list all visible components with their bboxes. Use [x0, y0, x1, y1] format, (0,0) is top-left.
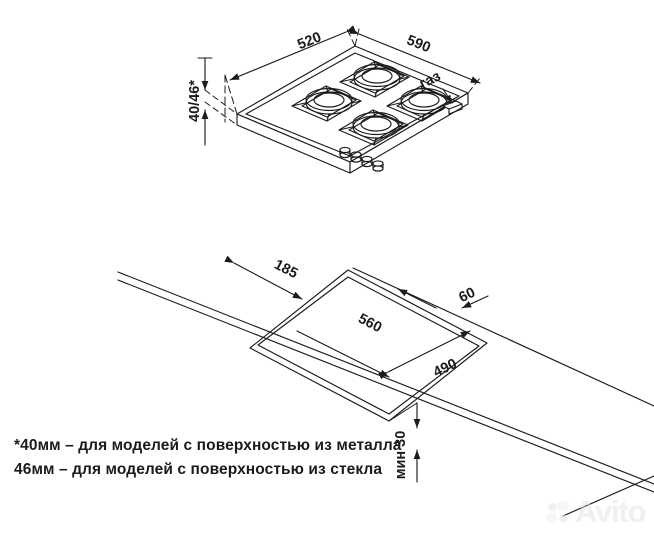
avito-watermark: Avito — [545, 494, 647, 529]
dimension-590 — [349, 27, 481, 84]
knob-3 — [361, 155, 373, 168]
dimension-60 — [461, 295, 489, 309]
dim-label-560: 560 — [355, 311, 384, 336]
knob-1 — [339, 146, 351, 159]
dim-min30-ext-lines — [388, 402, 418, 422]
footnote-line-2: 46мм – для моделей с поверхностью из сте… — [14, 461, 383, 478]
dim-label-min30: мин 30 — [393, 431, 409, 480]
dim-label-520: 520 — [295, 29, 323, 53]
countertop-cutout — [249, 269, 488, 422]
control-knobs[interactable] — [339, 146, 384, 172]
dimension-185 — [224, 255, 303, 300]
dimension-520 — [229, 25, 356, 81]
dimension-height — [197, 57, 213, 146]
avito-logo-icon — [546, 499, 569, 523]
burner-left — [291, 85, 362, 122]
dim-label-height: 40/46* — [187, 80, 203, 122]
burner-front — [338, 109, 409, 146]
dim-label-590: 590 — [404, 32, 432, 56]
dim-label-60: 60 — [456, 285, 478, 306]
gas-leader-line — [442, 88, 453, 104]
footnote-caption: *40мм – для моделей с поверхностью из ме… — [14, 434, 402, 482]
footnote-line-1: *40мм – для моделей с поверхностью из ме… — [14, 437, 402, 454]
knob-2 — [350, 151, 362, 163]
dimension-560 — [296, 288, 437, 378]
dim-height-ext-lines — [204, 89, 238, 126]
dimension-490 — [378, 330, 471, 380]
avito-watermark-text: Avito — [575, 494, 647, 529]
knob-4 — [372, 160, 384, 172]
dim-520-ext-lines — [224, 26, 356, 123]
dim-label-490: 490 — [431, 356, 460, 381]
dim-label-185: 185 — [271, 257, 300, 282]
